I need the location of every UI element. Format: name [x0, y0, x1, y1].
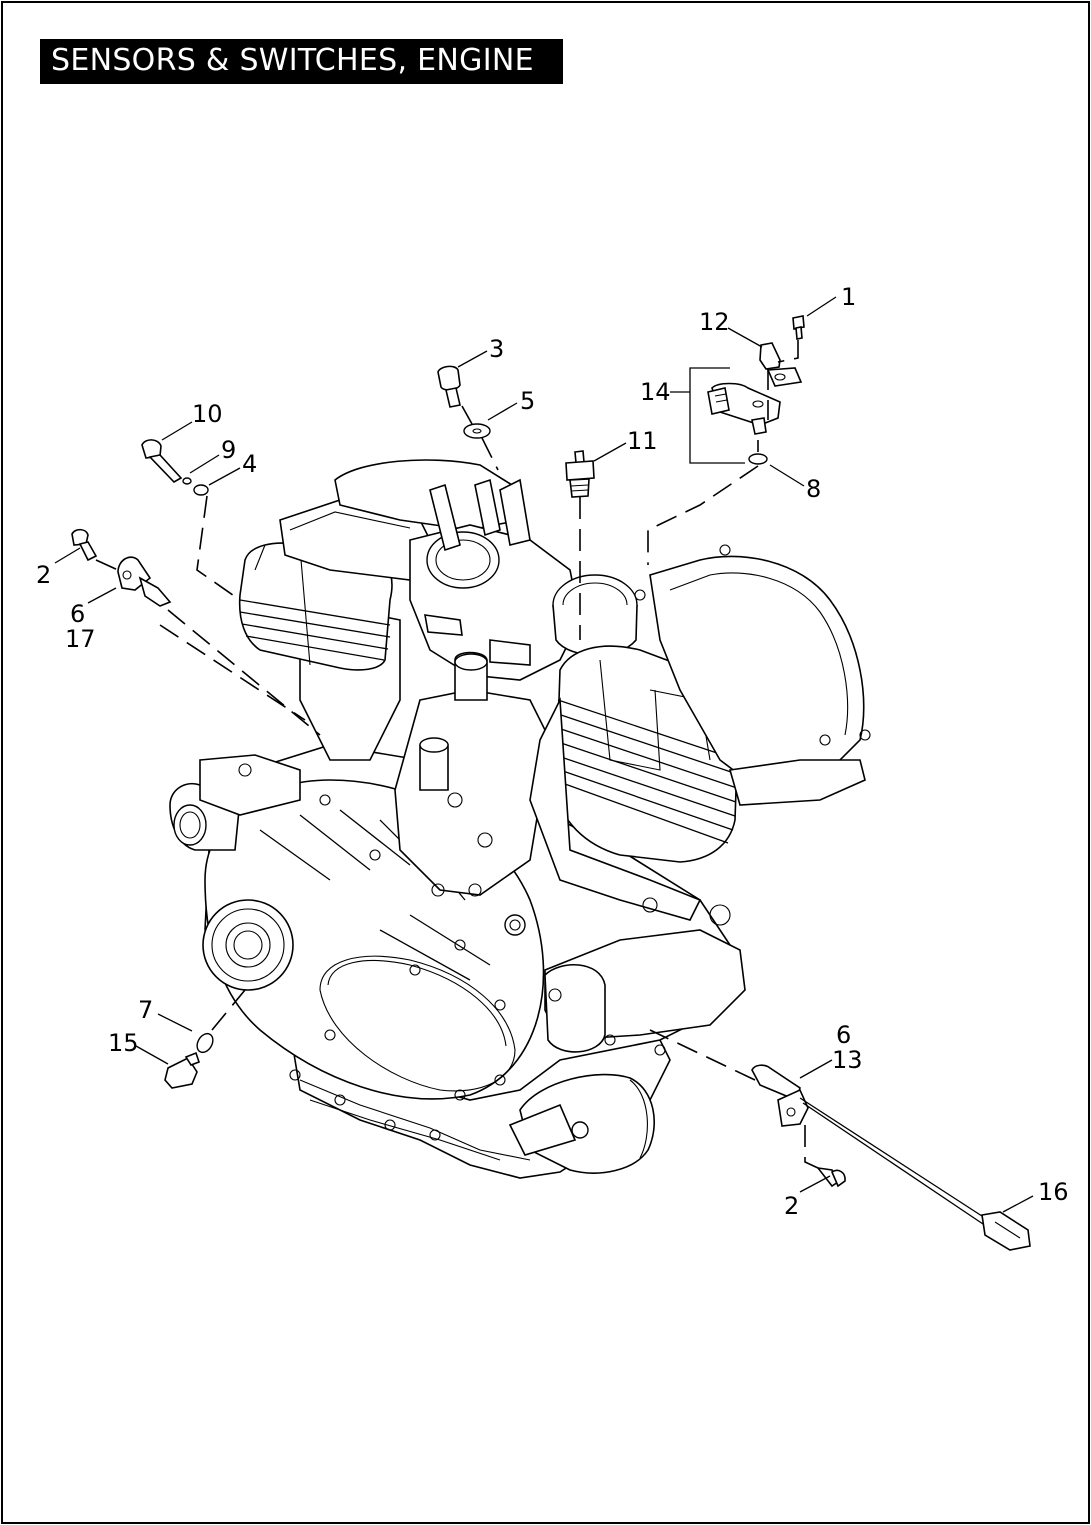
callout-1: 1	[841, 283, 856, 311]
part-4-washer-icon	[193, 484, 209, 496]
callout-2-right: 2	[784, 1192, 799, 1220]
part-9-o-ring-icon	[182, 477, 192, 485]
callout-12: 12	[699, 308, 730, 336]
callout-7: 7	[138, 996, 153, 1024]
callout-2-left: 2	[36, 561, 51, 589]
part-2-left-bolt-icon	[71, 528, 98, 562]
callout-8: 8	[806, 475, 821, 503]
part-12-clip-icon	[759, 342, 803, 387]
part-15-switch-icon	[164, 1051, 201, 1089]
callout-labels: 1 12 14 3 5 11 8 10 9 4 2 6 17 7 15 6 13…	[36, 283, 1069, 1220]
callout-6-left: 6	[70, 600, 85, 628]
callout-3: 3	[489, 335, 504, 363]
engine-assembly	[169, 459, 871, 1179]
callout-4: 4	[242, 450, 257, 478]
title-bar: SENSORS & SWITCHES, ENGINE	[40, 39, 563, 84]
part-14-map-sensor-icon	[707, 382, 781, 435]
assembly-lines	[95, 340, 819, 1169]
part-3-bolt-icon	[437, 365, 461, 408]
part-16-connector-icon	[981, 1211, 1031, 1251]
part-2-right-bolt-icon	[816, 1166, 846, 1188]
part-5-washer-icon	[463, 423, 491, 439]
callout-5: 5	[520, 387, 535, 415]
callout-14: 14	[640, 378, 671, 406]
part-11-switch-icon	[565, 450, 595, 498]
part-6-17-left-sensor-icon	[117, 556, 172, 607]
callout-15: 15	[108, 1029, 139, 1057]
part-8-o-ring-icon	[748, 453, 768, 465]
part-7-o-ring-icon	[196, 1032, 214, 1054]
callout-9: 9	[221, 436, 236, 464]
diagram-title: SENSORS & SWITCHES, ENGINE	[51, 43, 534, 78]
callout-13: 13	[832, 1046, 863, 1074]
callout-16: 16	[1038, 1178, 1069, 1206]
callout-17: 17	[65, 625, 96, 653]
callout-11: 11	[627, 427, 658, 455]
part-10-sensor-icon	[141, 439, 183, 484]
callout-10: 10	[192, 400, 223, 428]
leader-lines	[54, 296, 1034, 1213]
part-1-screw-icon	[792, 315, 805, 340]
part-6-13-right-sensor-icon	[751, 1064, 986, 1225]
callout-6-right: 6	[836, 1021, 851, 1049]
